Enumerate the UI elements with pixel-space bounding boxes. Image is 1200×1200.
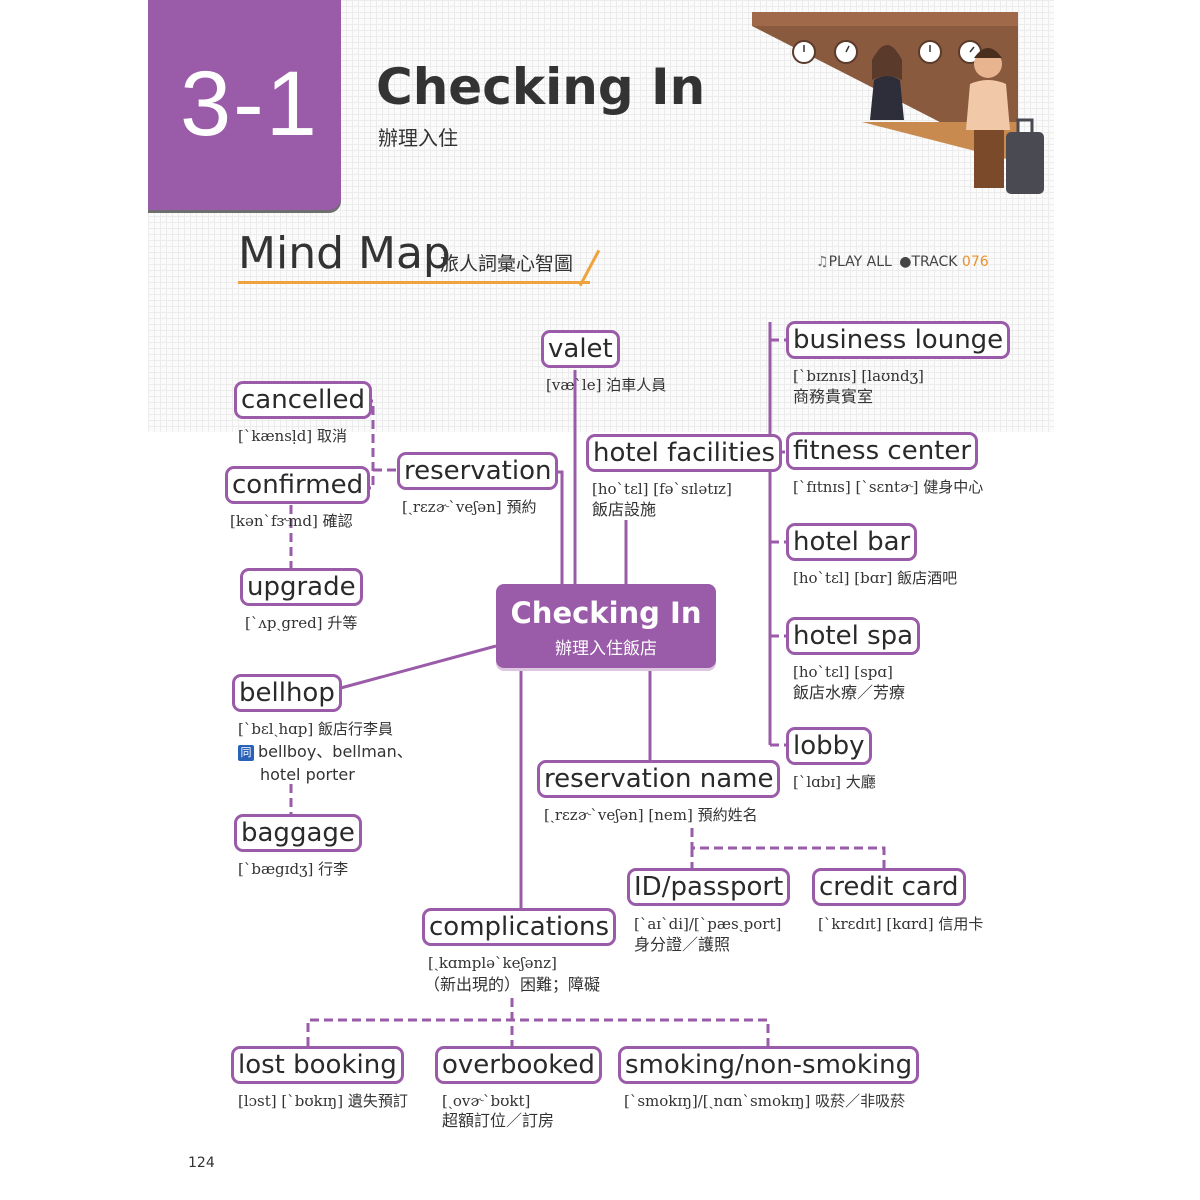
pron-reservation-name: [ˏrɛzɚˋveʃən] [nem] 預約姓名 xyxy=(544,806,758,824)
pron-cancelled: [ˋkænsḷd] 取消 xyxy=(238,427,347,445)
page-subtitle: 辦理入住 xyxy=(378,126,458,150)
pron-lobby: [ˋlɑbɪ] 大廳 xyxy=(793,773,876,791)
pron-baggage: [ˋbægɪdʒ] 行李 xyxy=(238,860,349,878)
node-confirmed: confirmed xyxy=(225,466,371,504)
node-smoking: smoking/non-smoking xyxy=(618,1046,920,1084)
node-lost-booking: lost booking xyxy=(231,1046,404,1084)
node-hotel-spa: hotel spa xyxy=(786,617,921,655)
node-business-lounge: business lounge xyxy=(786,321,1011,359)
node-reservation: reservation xyxy=(397,452,559,490)
meaning-id-passport: 身分證／護照 xyxy=(634,935,731,954)
track-number: 076 xyxy=(961,254,989,270)
mindmap-subtitle: 旅人詞彙心智圖 xyxy=(440,253,574,275)
node-hotel-bar: hotel bar xyxy=(786,523,918,561)
pron-upgrade: [ˋʌpˏgred] 升等 xyxy=(245,614,358,632)
pron-fitness-center: [ˋfɪtnɪs] [ˋsɛntɚ] 健身中心 xyxy=(793,478,984,496)
pron-reservation: [ˏrɛzɚˋveʃən] 預約 xyxy=(402,498,537,516)
pron-valet: [væˋle] 泊車人員 xyxy=(546,376,667,394)
chapter-box xyxy=(148,0,341,210)
node-credit-card: credit card xyxy=(812,868,966,906)
meaning-hotel-spa: 飯店水療／芳療 xyxy=(793,683,906,702)
play-all-label: PLAY ALL xyxy=(828,254,892,270)
pron-hotel-facilities: [hoˋtɛl] [fəˋsɪlətɪz] xyxy=(592,480,732,498)
meaning-complications: （新出現的）困難；障礙 xyxy=(424,975,601,994)
node-upgrade: upgrade xyxy=(240,568,363,606)
pron-hotel-bar: [hoˋtɛl] [bɑr] 飯店酒吧 xyxy=(793,569,958,587)
mindmap-title: Mind Map xyxy=(238,228,451,279)
center-node: Checking In 辦理入住飯店 xyxy=(496,584,716,668)
meaning-hotel-facilities: 飯店設施 xyxy=(592,500,657,519)
page-title: Checking In xyxy=(376,58,706,116)
page-number: 124 xyxy=(188,1155,215,1171)
center-subtitle: 辦理入住飯店 xyxy=(555,639,657,659)
pron-confirmed: [kənˋfɝmd] 確認 xyxy=(230,512,353,530)
chapter-number: 3-1 xyxy=(180,53,319,155)
node-reservation-name: reservation name xyxy=(537,760,781,798)
mindmap-underline xyxy=(238,281,590,284)
center-title: Checking In xyxy=(510,596,702,630)
pron-complications: [ˏkɑmpləˋkeʃənz] xyxy=(428,954,557,972)
node-overbooked: overbooked xyxy=(435,1046,602,1084)
pron-overbooked: [ˏovɚˋbʊkt] xyxy=(442,1092,531,1110)
pron-id-passport: [ˋaɪˋdi]/[ˋpæsˏport] xyxy=(634,915,782,933)
pron-hotel-spa: [hoˋtɛl] [spɑ] xyxy=(793,663,893,681)
headphones-icon: ♫ xyxy=(816,254,829,270)
pron-business-lounge: [ˋbɪznɪs] [laʊndʒ] xyxy=(793,367,924,385)
pron-lost-booking: [lɔst] [ˋbʊkɪŋ] 遺失預訂 xyxy=(238,1092,408,1110)
node-fitness-center: fitness center xyxy=(786,432,979,470)
node-valet: valet xyxy=(541,330,620,368)
synonym-line-2: hotel porter xyxy=(260,765,355,784)
pron-smoking: [ˋsmokɪŋ]/[ˏnɑnˋsmokɪŋ] 吸菸／非吸菸 xyxy=(624,1092,906,1110)
pron-bellhop: [ˋbɛlˏhɑp] 飯店行李員 xyxy=(238,720,394,738)
node-complications: complications xyxy=(422,908,617,946)
pron-credit-card: [ˋkrɛdɪt] [kɑrd] 信用卡 xyxy=(818,915,984,933)
synonym-line-1: bellboy、bellman、 xyxy=(258,742,413,761)
node-hotel-facilities: hotel facilities xyxy=(586,434,783,472)
node-cancelled: cancelled xyxy=(234,381,372,419)
synonym-badge-icon: 同 xyxy=(238,744,254,761)
node-baggage: baggage xyxy=(234,814,362,852)
audio-track-info[interactable]: ♫PLAY ALL ●TRACK 076 xyxy=(816,254,989,270)
track-label: TRACK xyxy=(911,254,958,270)
node-bellhop: bellhop xyxy=(232,674,342,712)
disc-icon: ● xyxy=(899,254,912,270)
node-lobby: lobby xyxy=(786,727,872,765)
node-id-passport: ID/passport xyxy=(627,868,791,906)
meaning-overbooked: 超額訂位／訂房 xyxy=(442,1111,555,1130)
hotel-reception-illustration xyxy=(752,12,1044,194)
meaning-business-lounge: 商務貴賓室 xyxy=(793,387,874,406)
